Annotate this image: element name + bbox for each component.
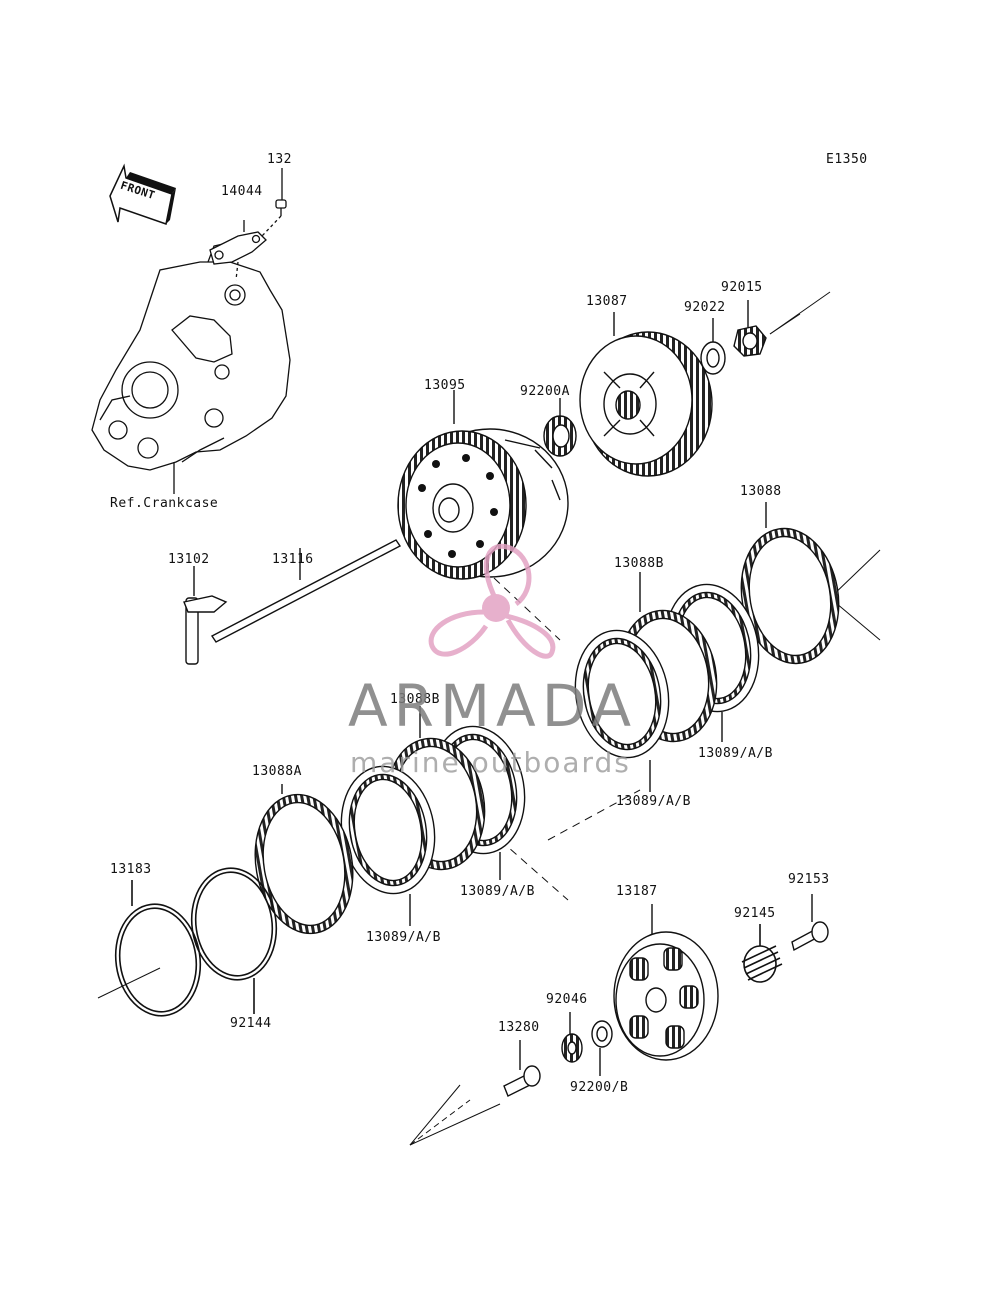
label-13088b-lower: 13088B <box>390 692 440 707</box>
bearing-92046-drawing <box>561 1012 583 1063</box>
assembly-axis-lines <box>97 291 881 1146</box>
label-13088: 13088 <box>740 484 782 499</box>
label-132: 132 <box>267 152 292 167</box>
label-13089-a: 13089/A/B <box>698 746 773 761</box>
friction-plate-13088-drawing <box>740 502 840 665</box>
diagram-code: E1350 <box>826 152 868 167</box>
propeller-logo-icon <box>428 543 556 659</box>
label-92200b: 92200/B <box>570 1080 629 1095</box>
steel-plate-13089-d-drawing <box>340 765 436 926</box>
watermark-subtitle: marine outboards <box>350 746 631 779</box>
washer-92022-drawing <box>700 318 726 375</box>
spring-92145-drawing <box>741 924 783 983</box>
label-92145: 92145 <box>734 906 776 921</box>
label-13089-b: 13089/A/B <box>616 794 691 809</box>
label-13187: 13187 <box>616 884 658 899</box>
label-13088b-upper: 13088B <box>614 556 664 571</box>
label-92046: 92046 <box>546 992 588 1007</box>
washer-92200a-drawing <box>543 398 577 457</box>
label-92144: 92144 <box>230 1016 272 1031</box>
label-13089-c: 13089/A/B <box>460 884 535 899</box>
watermark-brand: ARMADA <box>348 672 638 740</box>
nut-92015-drawing <box>733 300 767 357</box>
bracket-14044-drawing <box>209 220 267 281</box>
bolt-132-drawing <box>261 168 287 237</box>
washer-92200b-drawing <box>591 1020 613 1076</box>
lever-13102-drawing <box>183 566 228 665</box>
friction-plate-13088a-drawing <box>254 784 354 935</box>
label-13095: 13095 <box>424 378 466 393</box>
pushrod-13116-drawing <box>210 539 402 643</box>
label-13280: 13280 <box>498 1020 540 1035</box>
label-92200a: 92200A <box>520 384 570 399</box>
label-13183: 13183 <box>110 862 152 877</box>
label-13087: 13087 <box>586 294 628 309</box>
label-ref-crankcase: Ref.Crankcase <box>110 496 219 511</box>
label-13102: 13102 <box>168 552 210 567</box>
label-92153: 92153 <box>788 872 830 887</box>
label-13088a: 13088A <box>252 764 302 779</box>
steel-plate-13089-b-drawing <box>574 629 723 792</box>
pressure-plate-13187-drawing <box>613 904 719 1061</box>
clutch-housing-13095-drawing <box>397 390 569 580</box>
bolt-92153-drawing <box>791 894 829 952</box>
ring-13183-drawing <box>114 880 202 1017</box>
label-92022: 92022 <box>684 300 726 315</box>
gear-13087-drawing <box>579 312 713 477</box>
crankcase-drawing <box>91 241 291 494</box>
label-13116: 13116 <box>272 552 314 567</box>
pusher-13280-drawing <box>503 1040 541 1097</box>
label-14044: 14044 <box>221 184 263 199</box>
label-92015: 92015 <box>721 280 763 295</box>
front-arrow-icon <box>109 163 176 225</box>
label-13089-d: 13089/A/B <box>366 930 441 945</box>
